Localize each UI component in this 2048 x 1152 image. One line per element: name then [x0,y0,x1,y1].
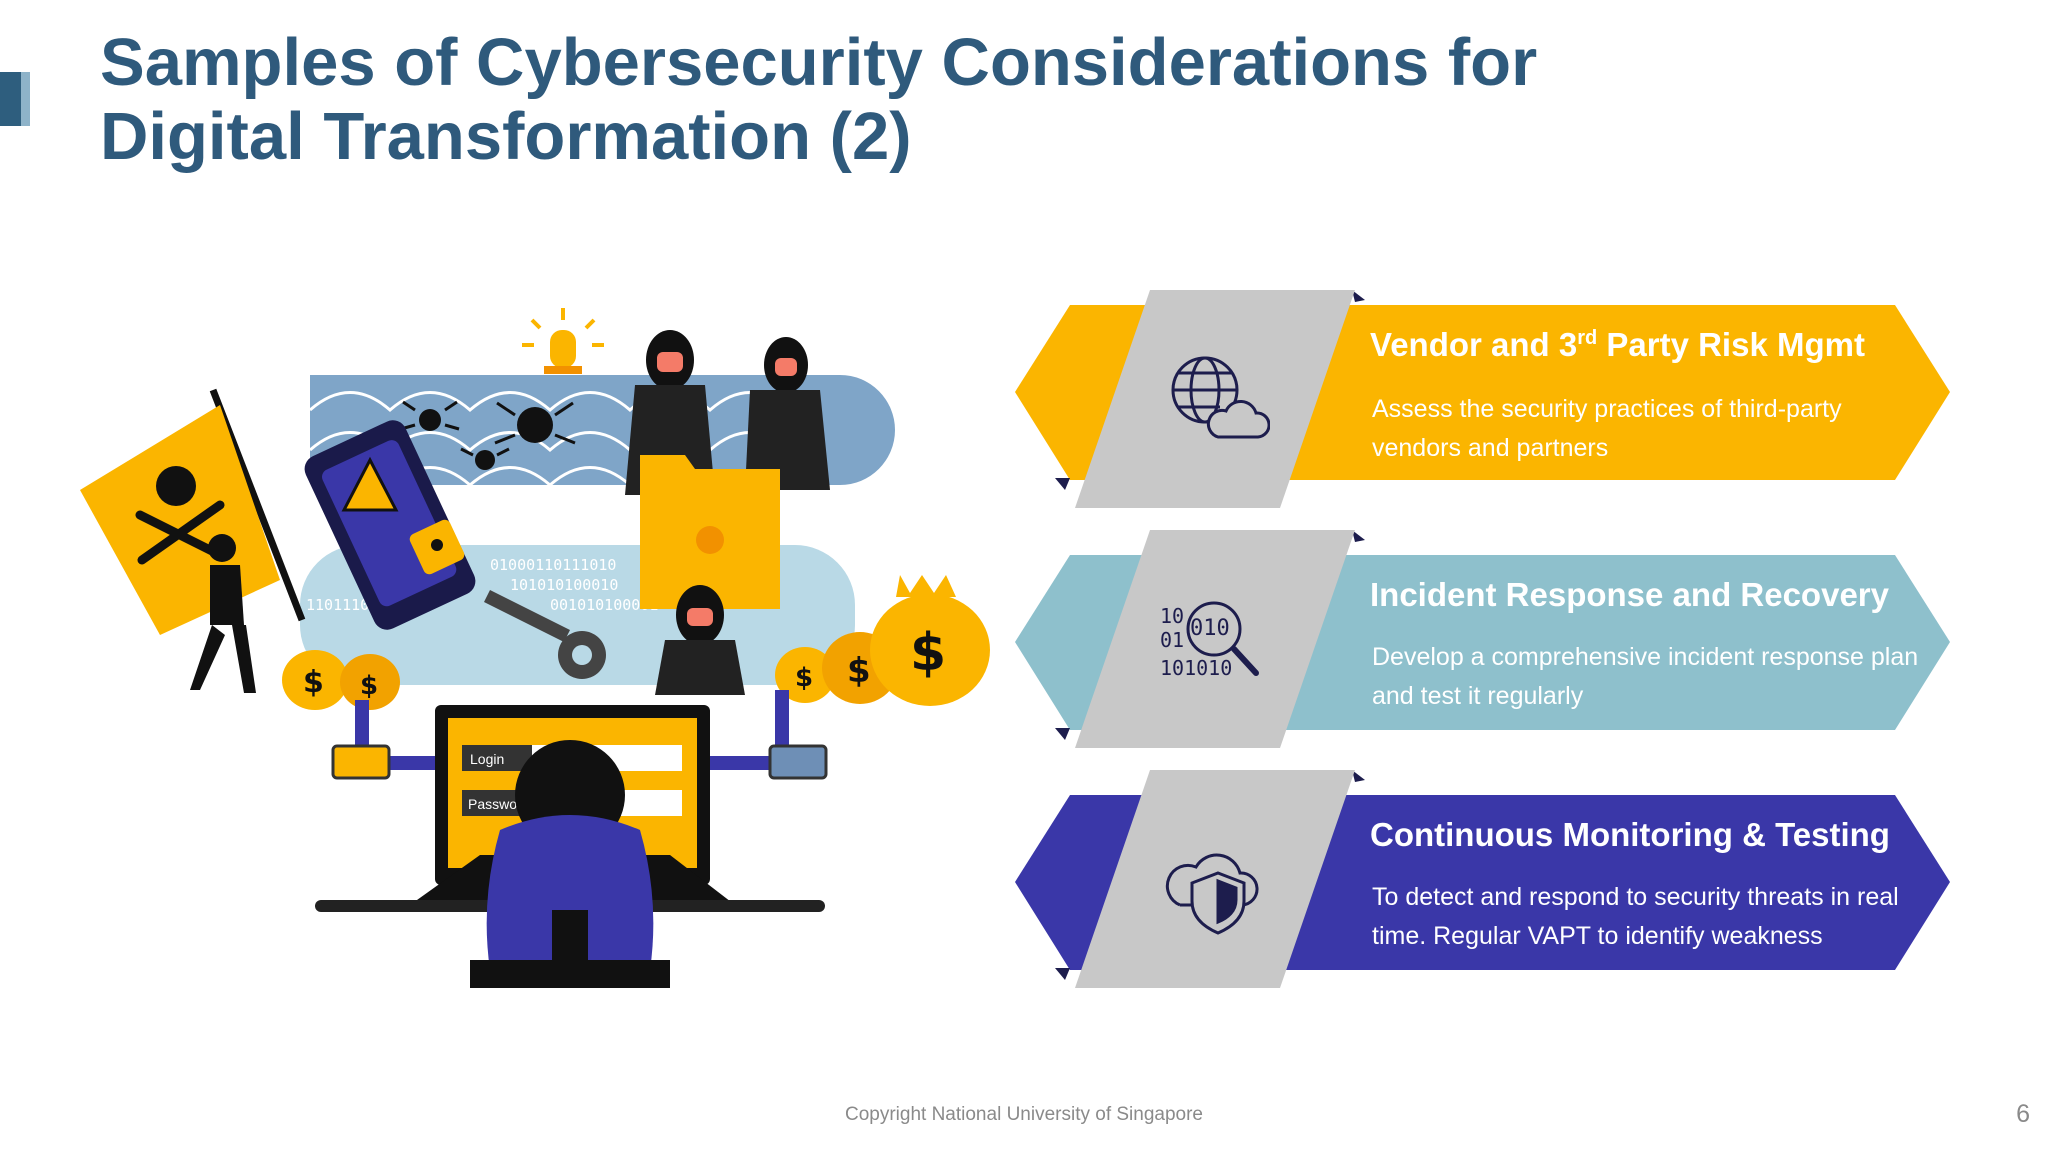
svg-text:10: 10 [1160,604,1184,628]
consideration-item: Continuous Monitoring & Testing To detec… [1010,770,1960,990]
item-description: To detect and respond to security threat… [1372,883,1899,950]
password-label: Passwo [468,796,517,812]
login-label: Login [470,751,504,767]
dollar-sign: $ [360,671,378,701]
folder-icon [640,455,780,609]
money-bag-icon: $ $ $ $ $ [282,575,990,710]
binary-text: 101010100010 [510,576,618,594]
title-accent-bar [0,72,30,126]
globe-cloud-icon [1171,356,1270,439]
usb-connector [331,744,391,780]
hacker-figure [470,740,670,988]
key-icon [484,590,606,679]
hacker-figure [190,534,256,693]
cloud-shield-icon [1165,853,1259,935]
usb-connector [768,744,828,780]
dollar-sign: $ [303,665,324,700]
phone-icon [304,420,476,630]
banner-shape [1015,530,1950,748]
svg-text:01: 01 [1160,628,1184,652]
alarm-light-icon [522,308,604,374]
title-line-2: Digital Transformation (2) [100,99,912,174]
item-title: Continuous Monitoring & Testing [1370,816,1890,853]
item-title: Vendor and 3rd Party Risk Mgmt [1370,326,1865,363]
dollar-sign: $ [910,623,946,683]
dollar-sign: $ [795,663,813,693]
consideration-item: Vendor and 3rd Party Risk Mgmt Assess th… [1010,290,1960,510]
bug-icon [400,400,576,470]
binary-text: 01000110111010 [490,556,616,574]
svg-text:101010: 101010 [1160,656,1232,680]
item-title: Incident Response and Recovery [1370,576,1889,613]
cyber-threat-illustration: 01000110111010 101010100010 001010100001… [80,308,990,988]
binary-search-icon: 10 01 010 101010 [1160,601,1259,680]
binary-text: 1101110 [306,596,369,614]
svg-text:010: 010 [1190,616,1230,641]
consideration-item: 10 01 010 101010 Incident Response and R… [1010,530,1960,750]
binary-text: 001010100001 [550,596,658,614]
slide-title: Samples of Cybersecurity Considerations … [100,26,1700,174]
item-description: Develop a comprehensive incident respons… [1372,643,1919,710]
pirate-flag [80,388,306,635]
title-line-1: Samples of Cybersecurity Considerations … [100,25,1538,100]
copyright-footer: Copyright National University of Singapo… [844,1104,1203,1125]
dollar-sign: $ [847,651,871,691]
item-description: Assess the security practices of third-p… [1372,395,1842,462]
hacker-figure [655,585,745,695]
page-number: 6 [2016,1100,2030,1128]
